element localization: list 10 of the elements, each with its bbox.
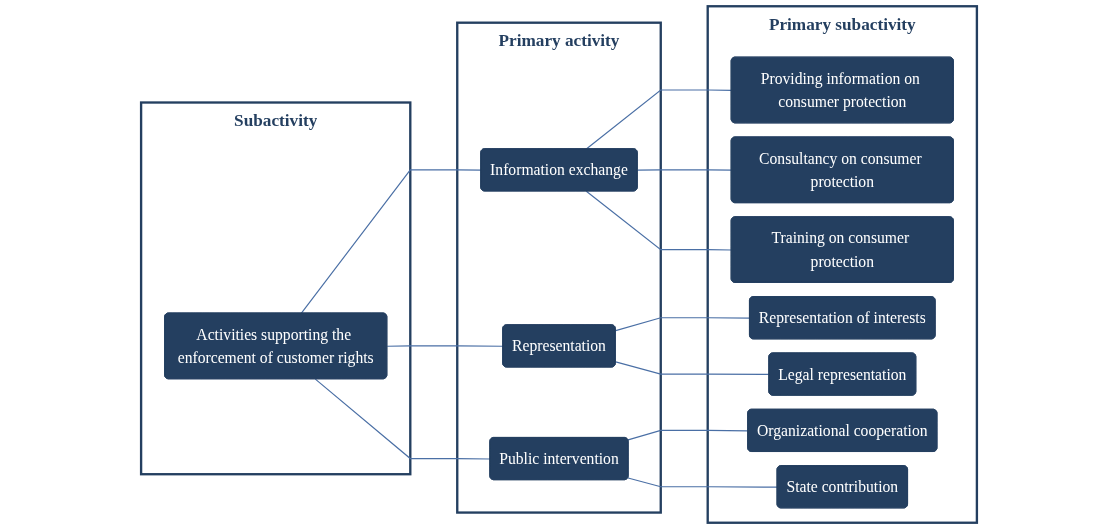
connector — [585, 89, 733, 150]
connector — [585, 190, 733, 251]
connector — [637, 169, 733, 171]
connector — [615, 317, 751, 332]
connector — [314, 378, 491, 460]
connector — [615, 361, 770, 376]
connector — [300, 169, 482, 314]
connector — [627, 429, 749, 441]
connector — [627, 477, 779, 488]
connector — [386, 345, 504, 347]
